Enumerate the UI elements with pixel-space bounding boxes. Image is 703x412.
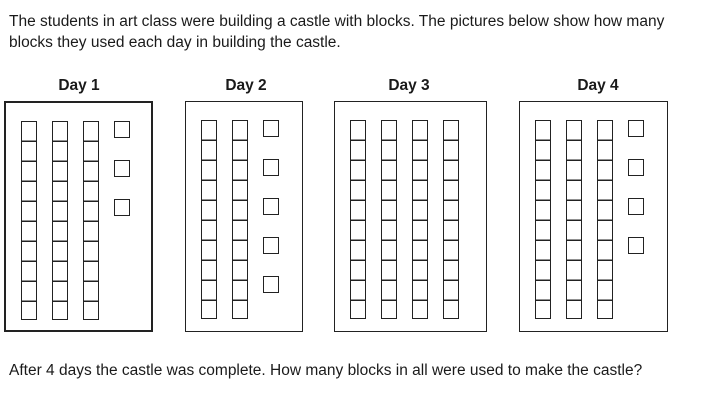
ten-rod	[83, 121, 99, 320]
ten-rod	[381, 120, 397, 319]
one-cube	[628, 198, 644, 215]
one-cube	[114, 160, 130, 177]
day-3-label: Day 3	[388, 77, 430, 94]
one-cube	[263, 237, 279, 254]
ten-rod	[535, 120, 551, 319]
ten-rod	[443, 120, 459, 319]
one-cube	[263, 159, 279, 176]
day-3-blocks-panel	[334, 101, 487, 332]
one-cube	[628, 120, 644, 137]
one-cube	[263, 120, 279, 137]
one-cube	[114, 199, 130, 216]
question-text: After 4 days the castle was complete. Ho…	[9, 362, 643, 379]
one-cube	[114, 121, 130, 138]
day-1-label: Day 1	[58, 77, 100, 94]
day-2-label: Day 2	[225, 77, 267, 94]
one-cube	[263, 198, 279, 215]
one-cube	[628, 159, 644, 176]
day-4-blocks-panel	[519, 101, 668, 332]
ten-rod	[566, 120, 582, 319]
ten-rod	[350, 120, 366, 319]
ten-rod	[597, 120, 613, 319]
one-cube	[263, 276, 279, 293]
day-1-blocks-panel	[4, 101, 153, 332]
ten-rod	[201, 120, 217, 319]
day-2-blocks-panel	[185, 101, 303, 332]
ten-rod	[21, 121, 37, 320]
ten-rod	[412, 120, 428, 319]
one-cube	[628, 237, 644, 254]
ten-rod	[52, 121, 68, 320]
ten-rod	[232, 120, 248, 319]
day-4-label: Day 4	[577, 77, 619, 94]
intro-text: The students in art class were building …	[9, 13, 665, 51]
